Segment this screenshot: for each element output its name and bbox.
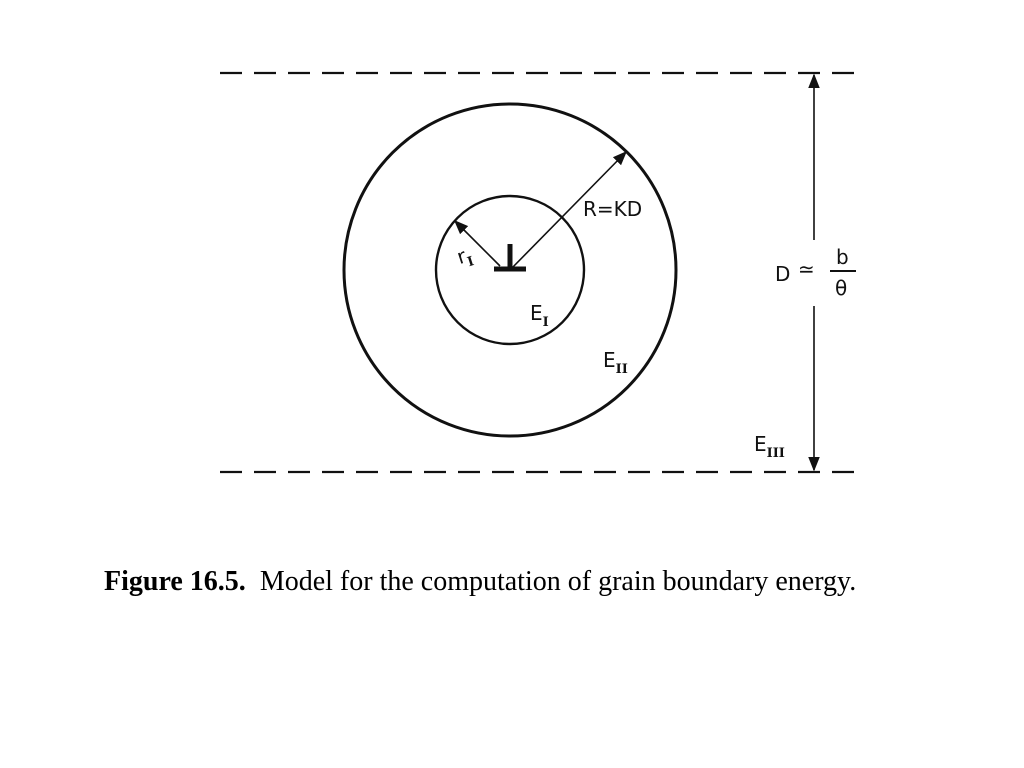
svg-text:b: b (836, 245, 849, 269)
svg-text:D: D (775, 262, 790, 286)
spacing-formula: D ≃ b θ (775, 245, 856, 300)
inner-circle (434, 194, 586, 346)
energy-outer-label: EII (603, 348, 628, 377)
svg-text:≃: ≃ (798, 257, 815, 281)
inner-radius-arrow (453, 219, 501, 267)
outer-radius-label: R=KD (583, 197, 642, 221)
energy-between-label: EIII (754, 432, 785, 461)
outer-circle (342, 102, 678, 438)
outer-radius-arrow (509, 150, 628, 271)
grain-boundary-diagram: R=KD rI EI EII EIII D ≃ b θ (220, 71, 858, 474)
caption-label: Figure 16.5. (104, 566, 246, 597)
energy-inner-label: EI (530, 301, 549, 330)
figure-caption: Figure 16.5. Model for the computation o… (104, 562, 934, 602)
caption-text: Model for the computation of grain bound… (259, 566, 857, 597)
svg-text:θ: θ (835, 276, 847, 300)
inner-radius-label: rI (454, 242, 476, 273)
